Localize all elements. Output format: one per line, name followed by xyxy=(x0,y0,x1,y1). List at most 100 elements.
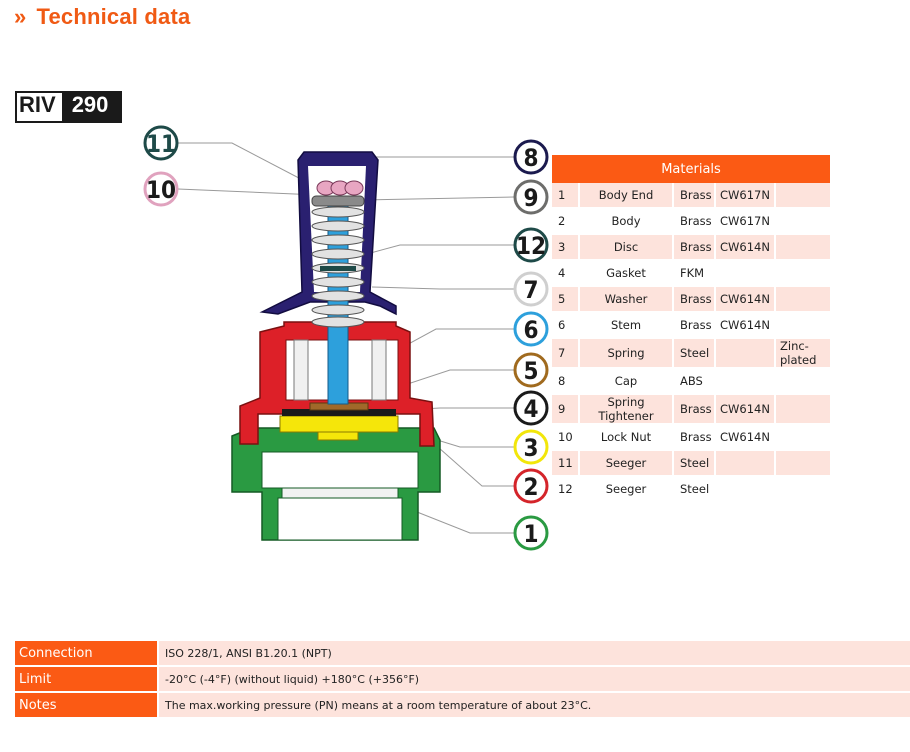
part-name: Body End xyxy=(578,183,673,209)
svg-text:5: 5 xyxy=(523,357,538,385)
part-material: Brass xyxy=(672,183,715,209)
part-finish xyxy=(774,208,830,235)
part-name: Disc xyxy=(578,234,673,261)
spec-key-notes: Notes xyxy=(15,692,158,719)
part-finish xyxy=(774,286,830,313)
part-grade: CW617N xyxy=(714,183,775,209)
part-grade xyxy=(714,476,775,503)
part-name: Seeger xyxy=(578,450,673,477)
part-name: Lock Nut xyxy=(578,424,673,451)
part-finish xyxy=(774,368,830,395)
part-number: 1 xyxy=(552,183,579,209)
part-finish xyxy=(774,476,830,503)
body-end-part xyxy=(231,427,441,541)
callout-8: 8 xyxy=(513,139,549,175)
svg-text:1: 1 xyxy=(523,520,538,548)
model-prefix: RIV xyxy=(17,93,62,121)
callout-4: 4 xyxy=(513,390,549,426)
part-material: Brass xyxy=(672,234,715,261)
part-grade: CW617N xyxy=(714,208,775,235)
part-finish xyxy=(774,234,830,261)
part-grade: CW614N xyxy=(714,286,775,313)
part-name: Spring xyxy=(578,338,673,369)
spec-value-limit: -20°C (-4°F) (without liquid) +180°C (+3… xyxy=(157,666,910,693)
part-material: ABS xyxy=(672,368,715,395)
part-finish: Zinc-plated xyxy=(774,338,830,369)
part-material: Brass xyxy=(672,424,715,451)
part-number: 4 xyxy=(552,260,579,287)
part-number: 10 xyxy=(552,424,579,451)
part-grade xyxy=(714,368,775,395)
callout-1: 1 xyxy=(513,515,549,551)
svg-text:10: 10 xyxy=(146,176,176,204)
part-grade: CW614N xyxy=(714,234,775,261)
spring-part xyxy=(311,206,365,328)
svg-text:11: 11 xyxy=(146,130,176,158)
spec-value-notes: The max.working pressure (PN) means at a… xyxy=(157,692,910,719)
part-name: Seeger xyxy=(578,476,673,503)
part-finish xyxy=(774,312,830,339)
table-row: Connection ISO 228/1, ANSI B1.20.1 (NPT) xyxy=(15,641,910,667)
part-material: FKM xyxy=(672,260,715,287)
part-material: Steel xyxy=(672,476,715,503)
spec-value-connection: ISO 228/1, ANSI B1.20.1 (NPT) xyxy=(157,641,910,667)
svg-text:6: 6 xyxy=(523,316,538,344)
svg-text:2: 2 xyxy=(523,473,538,501)
part-grade: CW614N xyxy=(714,424,775,451)
lock-nut-part xyxy=(316,180,364,196)
spring-tightener-part xyxy=(311,195,365,207)
part-finish xyxy=(774,424,830,451)
part-number: 7 xyxy=(552,338,579,369)
part-grade xyxy=(714,260,775,287)
svg-text:7: 7 xyxy=(523,276,538,304)
callout-2: 2 xyxy=(513,468,549,504)
part-number: 12 xyxy=(552,476,579,503)
part-number: 2 xyxy=(552,208,579,235)
part-number: 3 xyxy=(552,234,579,261)
callout-10: 10 xyxy=(143,171,179,207)
spec-key-limit: Limit xyxy=(15,666,158,693)
part-finish xyxy=(774,260,830,287)
section-title-text: Technical data xyxy=(36,4,191,29)
part-material: Steel xyxy=(672,338,715,369)
part-number: 9 xyxy=(552,394,579,425)
disc-part xyxy=(279,415,399,441)
seeger-part xyxy=(320,266,356,271)
table-row: Limit -20°C (-4°F) (without liquid) +180… xyxy=(15,666,910,693)
model-number: 290 xyxy=(61,93,121,121)
spec-key-connection: Connection xyxy=(15,641,158,667)
part-number: 6 xyxy=(552,312,579,339)
svg-text:4: 4 xyxy=(523,395,538,423)
chevron-right-icon: » xyxy=(14,4,27,29)
part-grade xyxy=(714,338,775,369)
part-name: Gasket xyxy=(578,260,673,287)
part-name: Cap xyxy=(578,368,673,395)
callout-3: 3 xyxy=(513,429,549,465)
svg-text:8: 8 xyxy=(523,144,538,172)
gasket-part xyxy=(282,409,396,416)
svg-text:12: 12 xyxy=(516,232,546,260)
part-number: 5 xyxy=(552,286,579,313)
materials-table-title: Materials xyxy=(552,155,830,183)
callout-9: 9 xyxy=(513,179,549,215)
table-row: Notes The max.working pressure (PN) mean… xyxy=(15,692,910,719)
svg-text:3: 3 xyxy=(523,434,538,462)
part-material: Brass xyxy=(672,208,715,235)
part-material: Brass xyxy=(672,394,715,425)
part-number: 8 xyxy=(552,368,579,395)
model-badge: RIV 290 xyxy=(15,91,123,123)
part-grade: CW614N xyxy=(714,312,775,339)
part-grade: CW614N xyxy=(714,394,775,425)
